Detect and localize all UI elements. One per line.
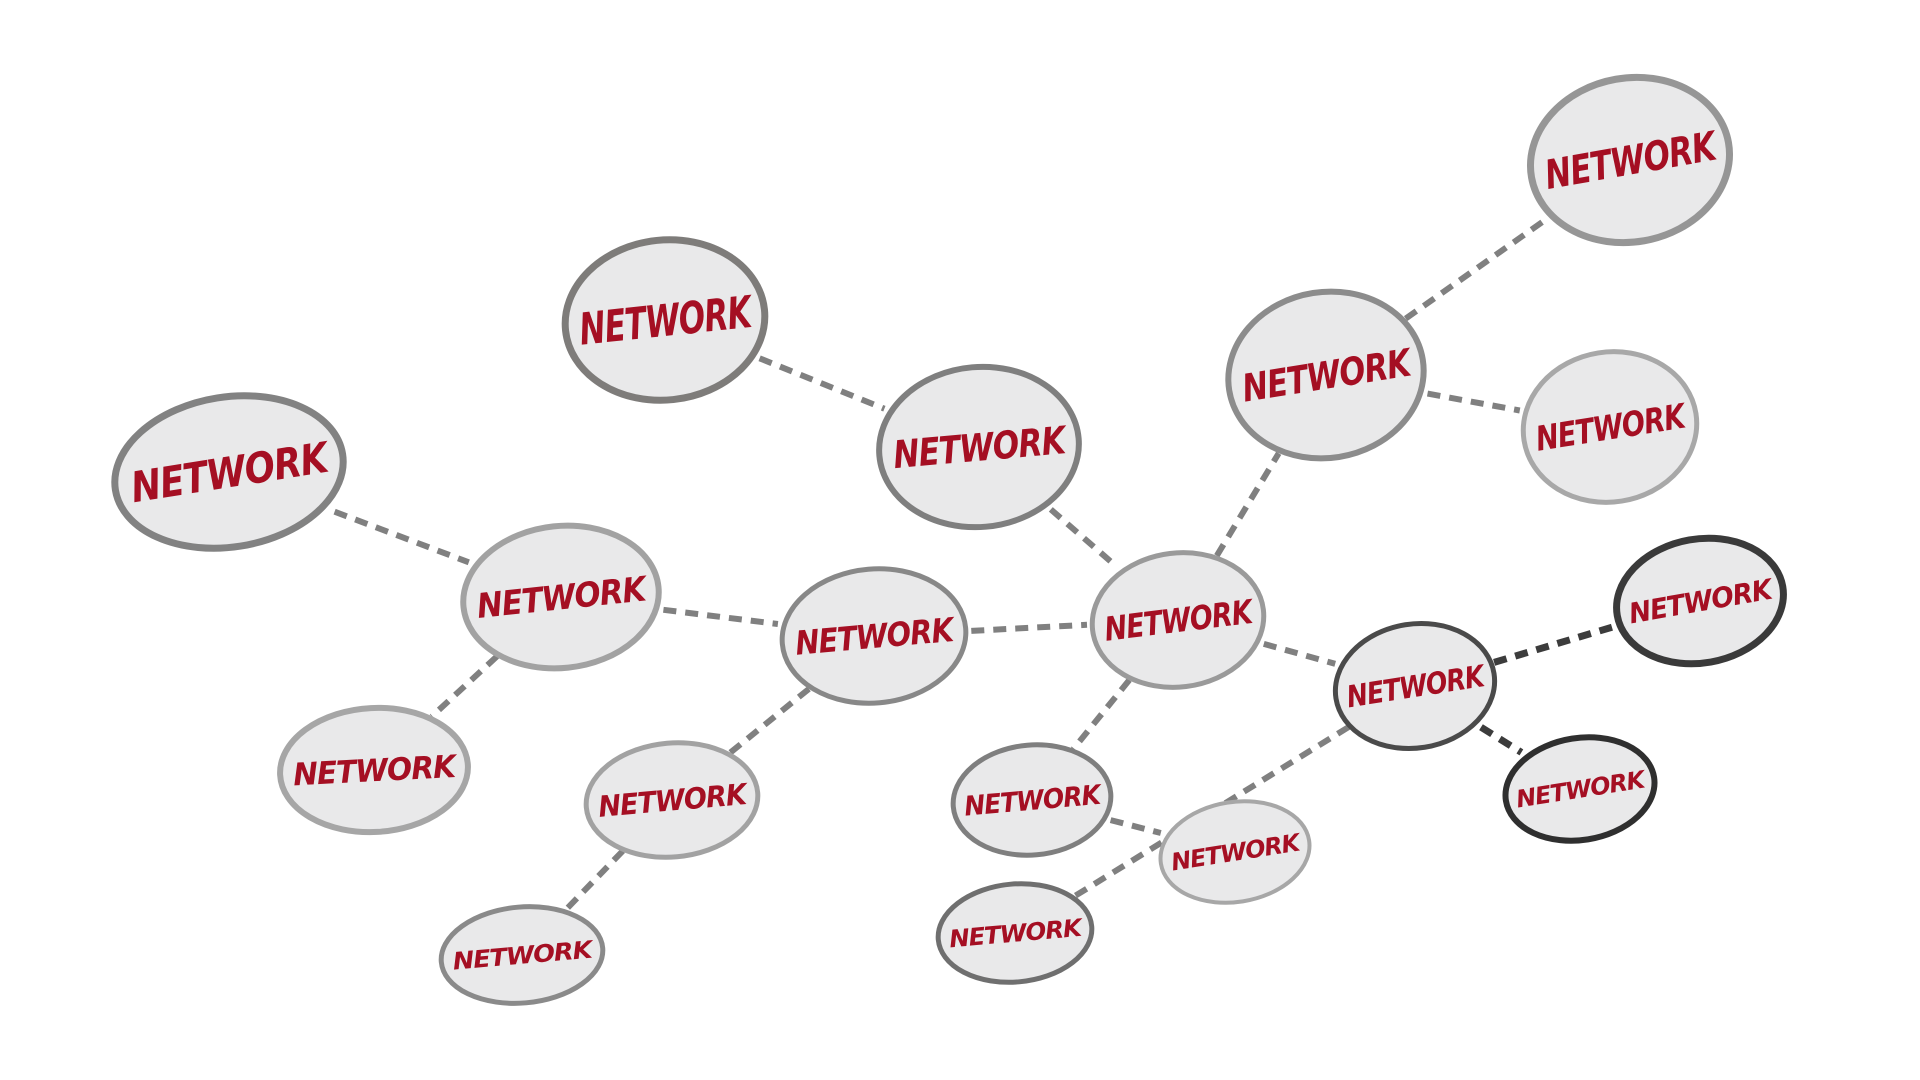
network-node: NETWORK: [1526, 73, 1734, 247]
node-ring: [1158, 799, 1312, 905]
node-ring: [277, 704, 471, 836]
connector-line: [727, 686, 811, 756]
connector-line: [758, 355, 886, 412]
network-node: NETWORK: [950, 742, 1114, 858]
connector-line: [971, 621, 1088, 634]
node-ring: [1089, 550, 1267, 690]
node-ring: [1225, 288, 1427, 462]
node-ring: [111, 392, 347, 552]
connector-line: [429, 654, 500, 719]
network-node: NETWORK: [1158, 799, 1312, 905]
node-ring: [583, 740, 761, 860]
network-node: NETWORK: [561, 236, 769, 404]
network-node: NETWORK: [779, 566, 969, 706]
network-node: NETWORK: [1613, 534, 1787, 668]
node-ring: [1613, 534, 1787, 668]
node-ring: [950, 742, 1114, 858]
network-node: NETWORK: [1502, 734, 1658, 844]
node-ring: [1332, 620, 1498, 752]
network-node: NETWORK: [460, 522, 662, 672]
node-ring: [779, 566, 969, 706]
connector-line: [1479, 724, 1524, 756]
node-ring: [561, 236, 769, 404]
node-ring: [1502, 734, 1658, 844]
connector-line: [1070, 678, 1132, 752]
network-node: NETWORK: [1332, 620, 1498, 752]
node-label: NETWORK: [292, 749, 458, 794]
connector-line: [1048, 507, 1120, 570]
network-node: NETWORK: [277, 704, 471, 836]
connector-line: [1426, 390, 1521, 414]
network-node: NETWORK: [935, 881, 1095, 985]
node-ring: [438, 904, 606, 1006]
node-ring: [460, 522, 662, 672]
node-ring: [876, 363, 1082, 531]
network-node: NETWORK: [438, 904, 606, 1006]
connector-line: [1262, 641, 1337, 667]
network-node: NETWORK: [1225, 288, 1427, 462]
node-ring: [1526, 73, 1734, 247]
connector-line: [333, 508, 470, 566]
connector-line: [663, 606, 779, 627]
network-node: NETWORK: [1089, 550, 1267, 690]
network-node: NETWORK: [583, 740, 761, 860]
network-node: NETWORK: [111, 392, 347, 552]
node-ring: [935, 881, 1095, 985]
connector-line: [1109, 817, 1162, 836]
node-ring: [1520, 349, 1700, 505]
network-node: NETWORK: [876, 363, 1082, 531]
connector-line: [1214, 451, 1282, 558]
node-layer: NETWORKNETWORKNETWORKNETWORKNETWORKNETWO…: [111, 73, 1787, 1006]
connector-line: [562, 848, 625, 913]
connector-line: [1403, 214, 1552, 322]
network-node: NETWORK: [1520, 349, 1700, 505]
